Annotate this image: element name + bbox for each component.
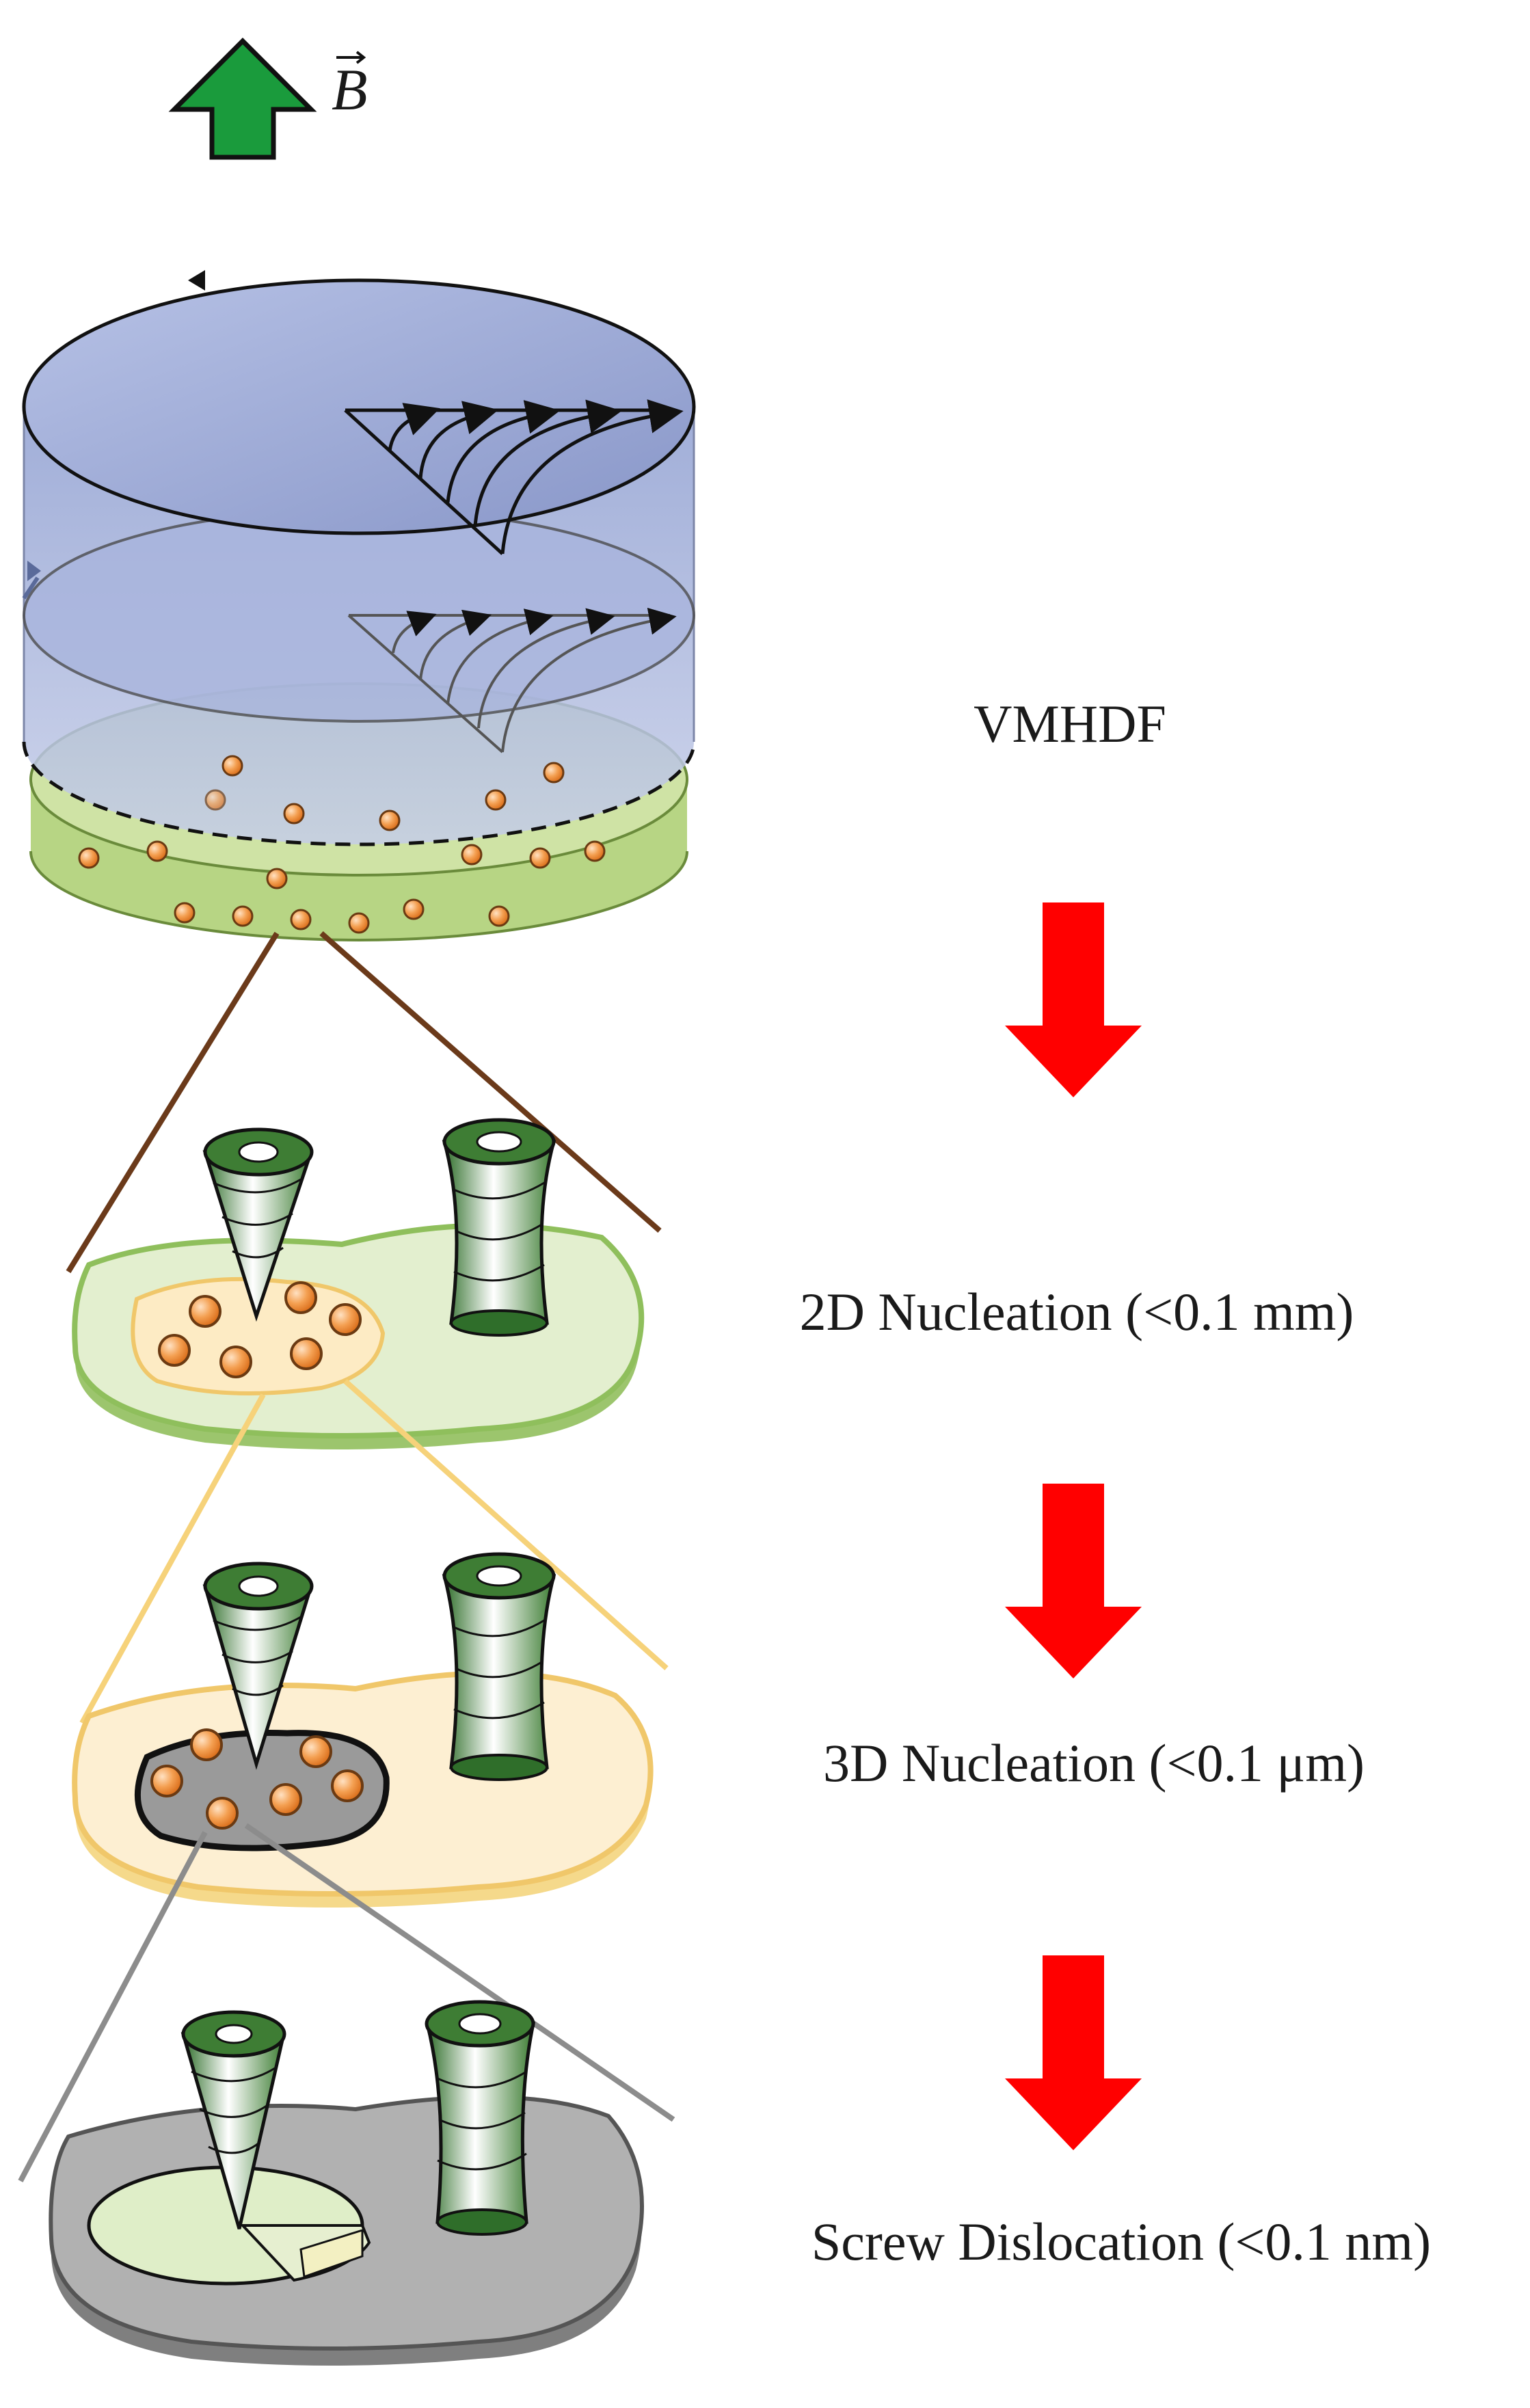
process-arrow-down-icon — [1005, 902, 1142, 1097]
stage-2d-substrate — [72, 1222, 645, 1449]
cylinder-dislocation-icon — [442, 1552, 556, 1781]
process-arrow-down-icon — [1005, 1955, 1142, 2150]
field-symbol: B — [332, 51, 368, 122]
particles-3d — [150, 1728, 364, 1830]
process-arrow-down-icon — [1005, 1484, 1142, 1678]
cylinder-dislocation-icon — [425, 2000, 536, 2236]
zoom-lines-gray — [18, 1823, 675, 2182]
particles-cell — [78, 755, 606, 934]
zoom-lines-yellow — [79, 1379, 669, 1724]
magnetic-field-arrow-icon — [168, 38, 317, 160]
fluid-middle-layer — [23, 508, 695, 753]
fluid-top-layer — [22, 270, 696, 600]
particles-2d — [158, 1281, 362, 1378]
stage-screw-substrate — [49, 2095, 644, 2366]
stage-label-3d-nucleation: 3D Nucleation (<0.1 μm) — [823, 1733, 1365, 1793]
stage-label-2d-nucleation: 2D Nucleation (<0.1 mm) — [800, 1282, 1354, 1341]
stage-label-vmhdf: VMHDF — [974, 694, 1166, 753]
cylinder-dislocation-icon — [442, 1118, 556, 1337]
rotation-arrow-icon — [188, 270, 205, 291]
zoom-lines-brown — [66, 931, 662, 1274]
stage-label-screw-dislocation: Screw Dislocation (<0.1 nm) — [811, 2212, 1431, 2271]
field-symbol-label: B — [332, 57, 368, 122]
cone-dislocation-icon — [180, 2010, 286, 2230]
cone-dislocation-icon — [202, 1127, 314, 1322]
cone-dislocation-icon — [202, 1562, 314, 1770]
